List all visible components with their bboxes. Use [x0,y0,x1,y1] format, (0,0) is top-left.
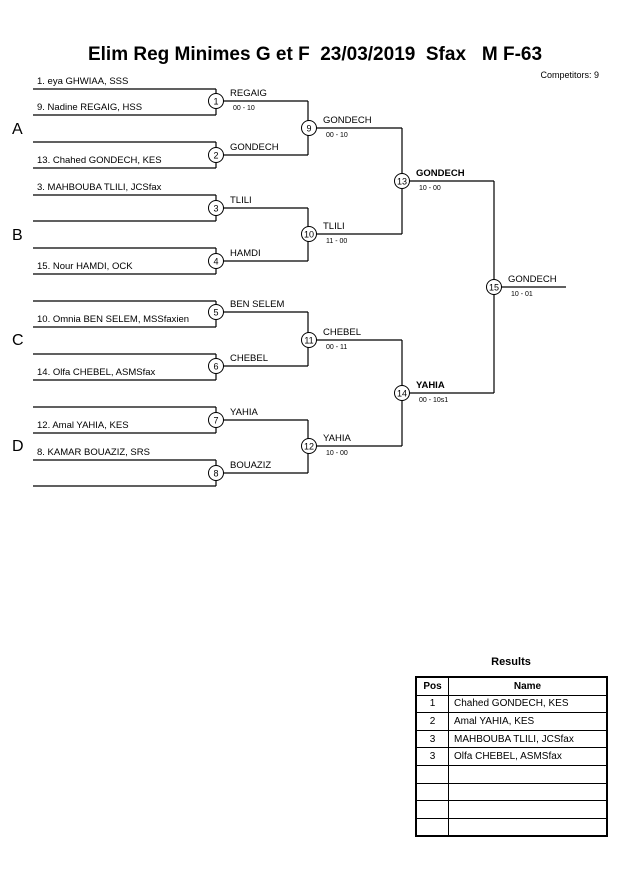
match-number: 4 [213,257,218,267]
competitor-name: 10. Omnia BEN SELEM, MSSfaxien [37,314,189,325]
match-score: 10 - 00 [326,450,348,457]
competitor-name: 9. Nadine REGAIG, HSS [37,102,142,113]
match-number-circle [301,438,317,454]
match-number-circle [208,253,224,269]
competitor-name: 12. Amal YAHIA, KES [37,420,129,431]
final-winner: GONDECH [508,274,557,285]
result-pos: 3 [415,747,449,766]
result-pos: 1 [415,694,449,714]
match-number-circle [394,385,410,401]
pool-label: C [12,332,24,349]
match-winner: YAHIA [230,407,258,418]
match-winner: YAHIA [416,380,445,391]
result-name [448,817,608,837]
results-header-name: Name [448,676,608,696]
match-winner: HAMDI [230,248,261,259]
match-winner: CHEBEL [323,327,361,338]
result-name [448,800,608,819]
competitor-name: 13. Chahed GONDECH, KES [37,155,162,166]
match-number-circle [208,465,224,481]
match-score: 00 - 10 [326,132,348,139]
result-name [448,764,608,784]
competitor-name: 1. eya GHWIAA, SSS [37,76,128,87]
match-number: 3 [213,204,218,214]
pool-label: B [12,227,23,244]
results-row [415,764,608,784]
match-score: 10 - 00 [419,185,441,192]
match-score: 10 - 01 [511,291,533,298]
match-winner: CHEBEL [230,353,268,364]
match-number-circle [301,120,317,136]
result-pos: 3 [415,729,449,749]
results-row [415,817,608,837]
result-name: MAHBOUBA TLILI, JCSfax [448,729,608,749]
match-winner: REGAIG [230,88,267,99]
match-number-circle [208,358,224,374]
results-header-pos: Pos [415,676,449,696]
match-winner: GONDECH [230,142,279,153]
match-winner: YAHIA [323,433,351,444]
match-score: 00 - 11 [326,344,347,351]
match-number: 14 [397,389,407,399]
match-score: 00 - 10 [233,105,255,112]
match-number: 5 [213,308,218,318]
competitor-name: 14. Olfa CHEBEL, ASMSfax [37,367,156,378]
match-number-circle [394,173,410,189]
competitor-name: 15. Nour HAMDI, OCK [37,261,133,272]
competitor-name: 8. KAMAR BOUAZIZ, SRS [37,447,150,458]
match-number-circle [301,226,317,242]
results-title: Results [491,656,531,668]
match-number-circle [208,304,224,320]
match-number-circle [208,412,224,428]
result-pos: 2 [415,712,449,731]
result-pos [415,800,449,819]
result-pos [415,782,449,802]
results-header-row: Pos Name [415,676,608,696]
result-pos [415,817,449,837]
match-number: 6 [213,362,218,372]
competitors-count: Competitors: 9 [540,70,599,80]
match-number-circle [301,332,317,348]
match-number: 11 [304,336,313,346]
match-score: 11 - 00 [326,238,347,245]
result-name: Olfa CHEBEL, ASMSfax [448,747,608,766]
match-winner: TLILI [230,195,252,206]
match-winner: GONDECH [416,168,465,179]
result-name: Amal YAHIA, KES [448,712,608,731]
match-number: 12 [304,442,314,452]
match-number: 7 [213,416,218,426]
results-row [415,782,608,802]
match-number: 9 [306,124,311,134]
match-number: 13 [397,177,407,187]
match-number-circle [486,279,502,295]
result-name: Chahed GONDECH, KES [448,694,608,714]
pool-label: A [12,121,23,138]
match-score: 00 - 10s1 [419,397,448,404]
match-winner: BEN SELEM [230,299,284,310]
match-winner: BOUAZIZ [230,460,271,471]
competitor-name: 3. MAHBOUBA TLILI, JCSfax [37,182,162,193]
results-row [415,800,608,819]
match-number: 2 [213,151,218,161]
match-number: 15 [489,283,499,293]
page-title: Elim Reg Minimes G et F 23/03/2019 Sfax … [87,44,543,65]
pool-label: D [12,438,24,455]
match-number-circle [208,200,224,216]
result-pos [415,764,449,784]
match-number: 10 [304,230,314,240]
result-name [448,782,608,802]
match-number-circle [208,93,224,109]
match-winner: GONDECH [323,115,372,126]
match-number: 1 [213,97,218,107]
match-number-circle [208,147,224,163]
match-number: 8 [213,469,218,479]
match-winner: TLILI [323,221,345,232]
